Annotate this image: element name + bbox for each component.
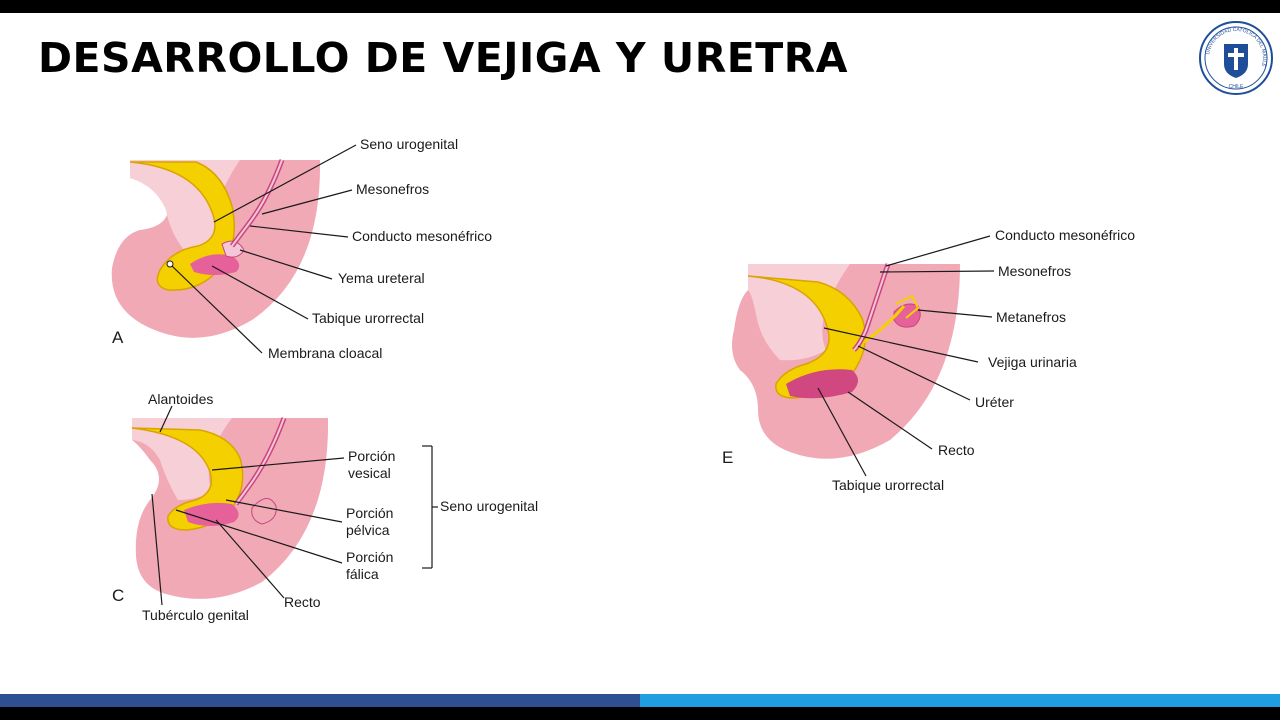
label-yema-ureteral: Yema ureteral	[338, 270, 425, 286]
label-porcion-vesical-line1: Porción	[348, 448, 395, 464]
label-porcion-falica-line1: Porción	[346, 549, 393, 565]
label-metanefros: Metanefros	[996, 309, 1066, 325]
panel-a-illustration	[111, 159, 321, 338]
panel-a-leader-lines	[171, 144, 357, 354]
panel-c-illustration	[131, 417, 329, 599]
panel-e-labels: Conducto mesonéfrico Mesonefros Metanefr…	[722, 227, 1135, 493]
label-membrana-cloacal: Membrana cloacal	[268, 345, 382, 361]
panel-e-leader-lines	[817, 235, 995, 477]
label-recto: Recto	[938, 442, 975, 458]
logo-country-text: CHILE	[1229, 84, 1244, 90]
label-porcion-pelvica-line2: pélvica	[346, 522, 390, 538]
footer-stripe-light	[640, 694, 1280, 707]
label-seno-urogenital-bracket: Seno urogenital	[440, 498, 538, 514]
panel-c-letter: C	[112, 586, 124, 605]
panel-a-labels: Seno urogenital Mesonefros Conducto meso…	[112, 136, 492, 361]
panel-e-illustration	[732, 263, 960, 459]
label-alantoides: Alantoides	[148, 391, 213, 407]
label-vejiga-urinaria: Vejiga urinaria	[988, 354, 1077, 370]
label-seno-urogenital: Seno urogenital	[360, 136, 458, 152]
label-tabique-urorrectal: Tabique urorrectal	[832, 477, 944, 493]
label-tuberculo-genital: Tubérculo genital	[142, 607, 249, 623]
panel-a-letter: A	[112, 328, 124, 347]
panel-c-labels: Alantoides Porción vesical Porción pélvi…	[112, 391, 538, 623]
footer-stripe-dark	[0, 694, 640, 707]
label-mesonefros: Mesonefros	[356, 181, 429, 197]
label-porcion-vesical-line2: vesical	[348, 465, 391, 481]
label-conducto-mesonefrico: Conducto mesonéfrico	[995, 227, 1135, 243]
label-porcion-falica-line2: fálica	[346, 566, 379, 582]
bottom-border-bar	[0, 707, 1280, 720]
university-seal-icon: UNIVERSIDAD CATOLICA DEL MAULE CHILE	[1199, 21, 1273, 95]
label-ureter: Uréter	[975, 394, 1014, 410]
label-recto: Recto	[284, 594, 321, 610]
label-porcion-pelvica-line1: Porción	[346, 505, 393, 521]
label-tabique-urorrectal: Tabique urorrectal	[312, 310, 424, 326]
panel-e-letter: E	[722, 448, 733, 467]
slide-title: DESARROLLO DE VEJIGA Y URETRA	[38, 34, 849, 82]
panel-c-leader-lines	[151, 405, 438, 606]
label-conducto-mesonefrico: Conducto mesonéfrico	[352, 228, 492, 244]
top-border-bar	[0, 0, 1280, 13]
label-mesonefros: Mesonefros	[998, 263, 1071, 279]
